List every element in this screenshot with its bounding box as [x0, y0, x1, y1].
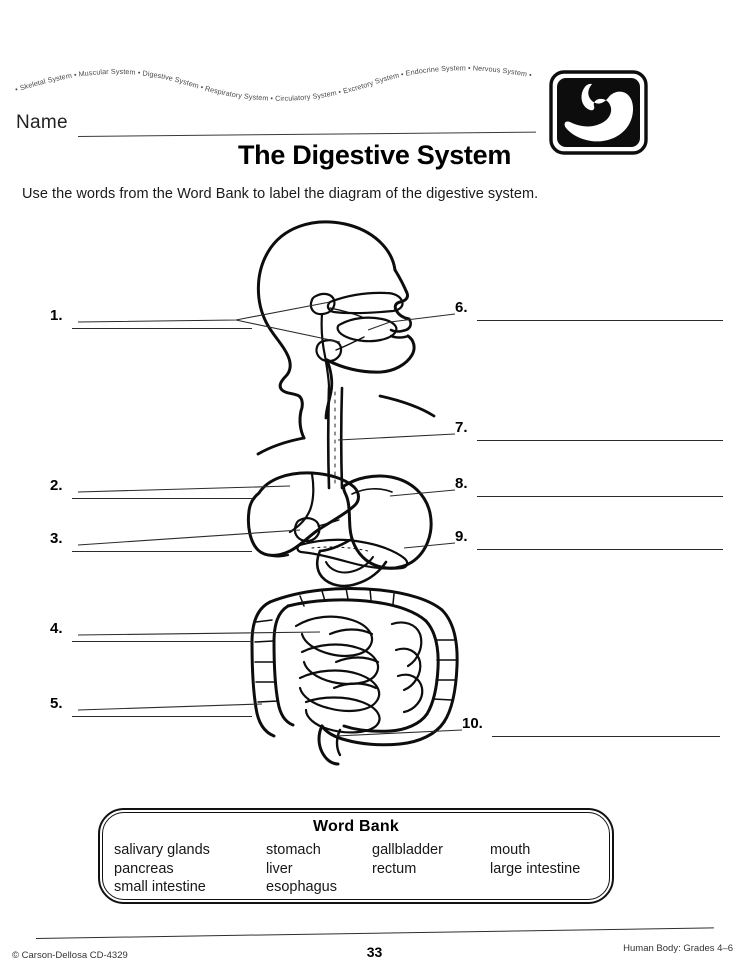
footer-series: Human Body: Grades 4–6 — [623, 943, 733, 954]
answer-number-7: 7. — [455, 419, 468, 436]
answer-line-3[interactable] — [72, 551, 252, 552]
word-bank-title: Word Bank — [313, 818, 399, 835]
footer-divider — [35, 927, 714, 939]
answer-number-4: 4. — [50, 620, 63, 637]
answer-line-2[interactable] — [72, 498, 252, 499]
word-bank-outer-border — [98, 808, 614, 904]
answer-number-5: 5. — [50, 695, 63, 712]
system-banner: • Skeletal System • Muscular System • Di… — [14, 62, 544, 104]
word-bank-word[interactable]: esophagus — [266, 879, 337, 895]
page-number: 33 — [366, 944, 383, 960]
word-bank-word[interactable]: gallbladder — [372, 842, 443, 858]
answer-line-4[interactable] — [72, 641, 252, 642]
word-bank-column-1: salivary glands pancreas small intestine — [114, 841, 266, 897]
answer-line-7[interactable] — [477, 440, 723, 441]
answer-number-10: 10. — [462, 715, 483, 732]
answer-line-8[interactable] — [477, 496, 723, 497]
answer-line-9[interactable] — [477, 549, 723, 550]
answer-line-6[interactable] — [477, 320, 723, 321]
word-bank-word[interactable]: pancreas — [114, 860, 174, 877]
answer-number-8: 8. — [455, 475, 468, 492]
answer-number-6: 6. — [455, 299, 468, 316]
stomach-icon — [549, 70, 648, 155]
name-field[interactable]: Name — [16, 112, 536, 142]
answer-line-10[interactable] — [492, 736, 720, 737]
word-bank-column-2: stomach liver esophagus — [266, 841, 372, 897]
word-bank-columns: salivary glands pancreas small intestine… — [114, 841, 600, 897]
answer-line-5[interactable] — [72, 716, 252, 717]
word-bank-inner-border — [102, 812, 610, 900]
word-bank-column-4: mouth large intestine — [490, 841, 610, 897]
page-title: The Digestive System — [237, 140, 512, 170]
word-bank-word[interactable]: rectum — [372, 860, 417, 877]
word-bank-word[interactable]: small intestine — [114, 879, 206, 895]
digestive-system-diagram — [0, 210, 749, 770]
footer-copyright: © Carson-Dellosa CD-4329 — [12, 950, 128, 961]
answer-number-2: 2. — [50, 477, 63, 494]
word-bank-column-3: gallbladder rectum — [372, 841, 490, 897]
word-bank: Word Bank salivary glands pancreas small… — [98, 808, 614, 904]
instruction-text: Use the words from the Word Bank to labe… — [22, 186, 539, 202]
word-bank-word[interactable]: liver — [266, 860, 293, 877]
word-bank-word[interactable]: salivary glands — [114, 842, 210, 858]
answer-number-9: 9. — [455, 528, 468, 545]
word-bank-word[interactable]: large intestine — [490, 860, 581, 877]
answer-number-3: 3. — [50, 530, 63, 547]
name-label: Name — [16, 112, 68, 133]
name-input-rule[interactable] — [77, 131, 536, 137]
word-bank-word[interactable]: stomach — [266, 842, 321, 858]
system-banner-text: • Skeletal System • Muscular System • Di… — [14, 63, 533, 102]
answer-line-1[interactable] — [72, 328, 252, 329]
answer-number-1: 1. — [50, 307, 63, 324]
word-bank-word[interactable]: mouth — [490, 842, 531, 858]
